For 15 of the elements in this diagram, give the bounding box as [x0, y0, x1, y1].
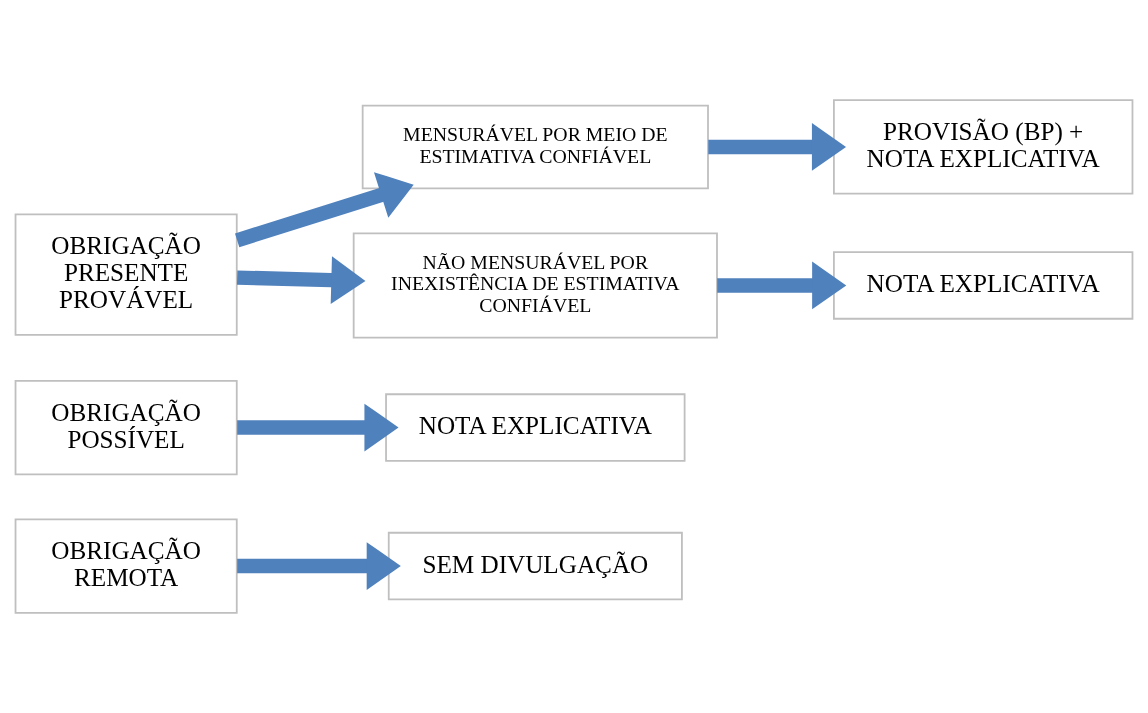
arrow	[717, 261, 847, 310]
arrow	[235, 172, 414, 248]
node-box: OBRIGAÇÃO REMOTA	[14, 518, 238, 614]
arrow	[237, 403, 399, 452]
node-box: SEM DIVULGAÇÃO	[387, 531, 683, 601]
node-box: NOTA EXPLICATIVA	[833, 251, 1134, 320]
arrow	[708, 123, 847, 171]
node-box: OBRIGAÇÃO PRESENTE PROVÁVEL	[14, 213, 238, 336]
node-box: MENSURÁVEL POR MEIO DE ESTIMATIVA CONFIÁVEL	[361, 104, 709, 190]
node-box: OBRIGAÇÃO POSSÍVEL	[14, 379, 238, 476]
node-box: PROVISÃO (BP) + NOTA EXPLICATIVA	[833, 99, 1134, 195]
arrow	[237, 542, 401, 590]
node-box: NÃO MENSURÁVEL POR INEXISTÊNCIA DE ESTIMATIVA CONFIÁVEL	[352, 232, 718, 339]
node-box: NOTA EXPLICATIVA	[385, 393, 686, 462]
arrow	[237, 256, 366, 304]
